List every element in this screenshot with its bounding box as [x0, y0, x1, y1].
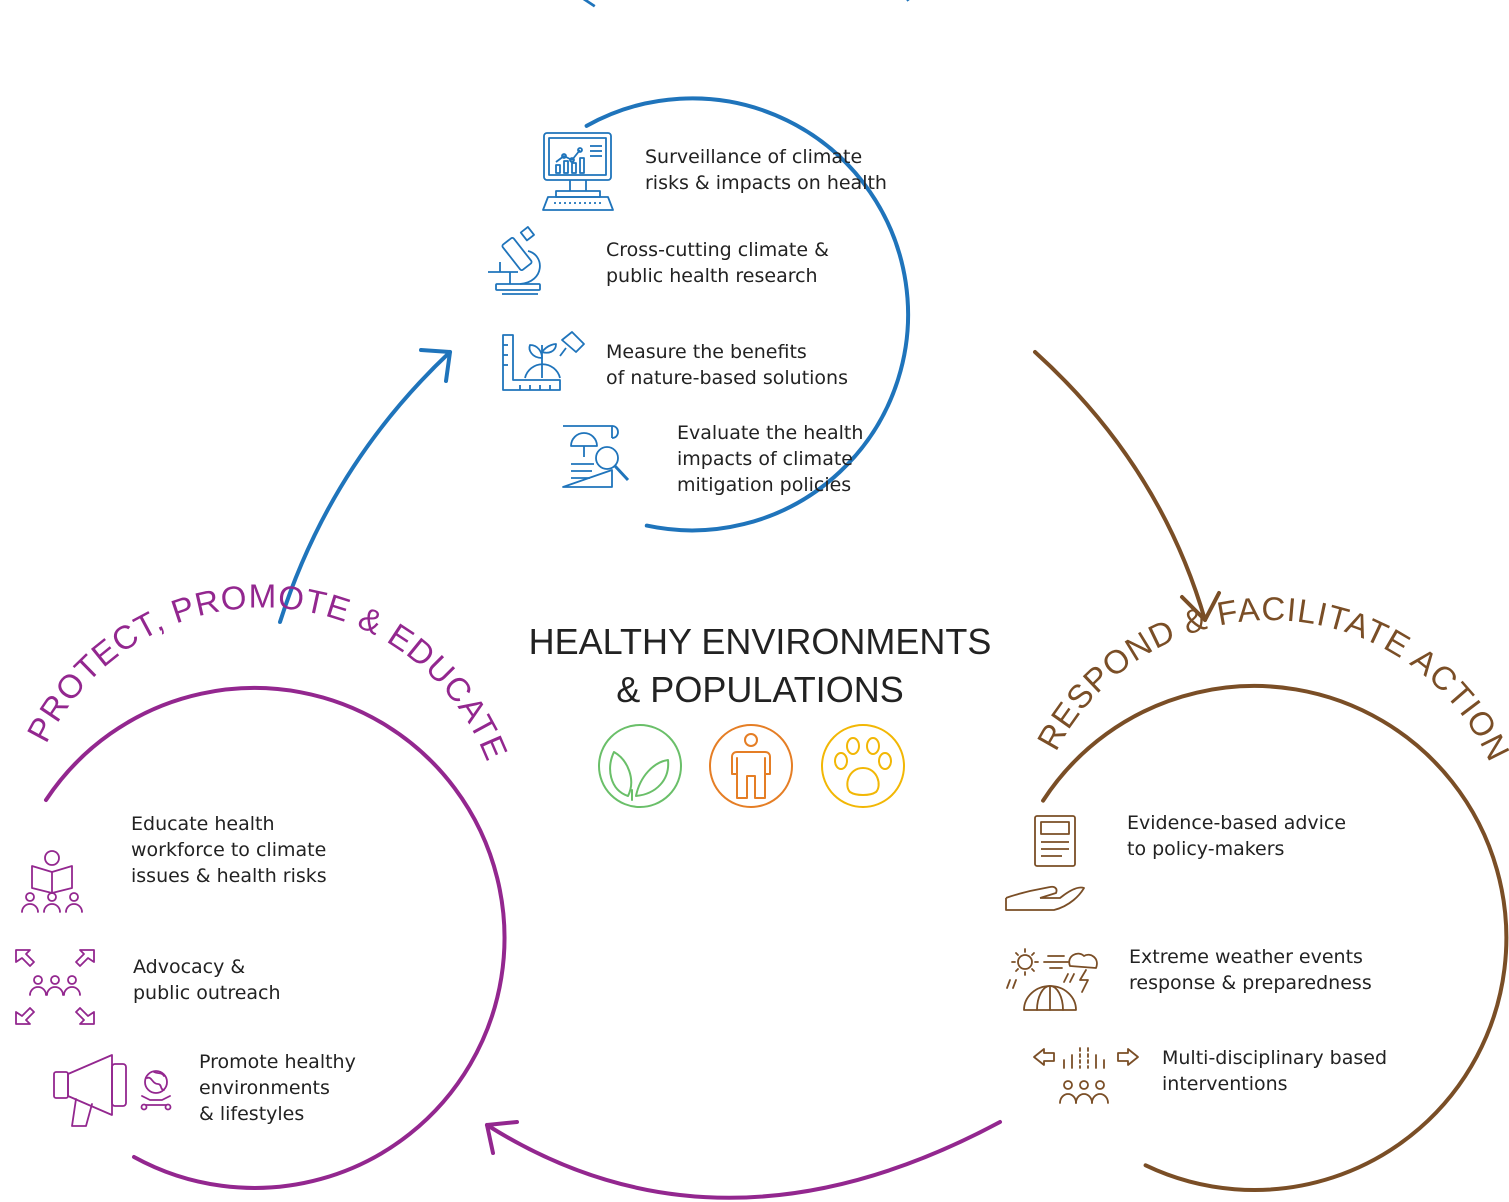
plant-measure-icon: [502, 331, 585, 391]
monitor-item-evaluate-policies: Evaluate the health impacts of climate m…: [677, 420, 863, 498]
item-text-line: impacts of climate: [677, 448, 853, 470]
item-text-line: & lifestyles: [199, 1103, 305, 1125]
monitor-title: MONITOR & EVALUATE: [567, 0, 933, 14]
protect-title: PROTECT, PROMOTE & EDUCATE: [20, 578, 516, 766]
item-text-line: Educate health: [131, 813, 275, 835]
item-text-line: to policy-makers: [1127, 838, 1285, 860]
teacher-group-icon: [21, 850, 83, 913]
arrowhead-monitor-to-respond: [1180, 591, 1221, 622]
hand-document-icon: [1005, 815, 1085, 911]
item-text-line: issues & health risks: [131, 865, 327, 887]
person-icon: [709, 724, 793, 808]
item-text-line: Promote healthy: [199, 1051, 356, 1073]
protect-circle-arc: [44, 685, 507, 1190]
item-text-line: response & preparedness: [1129, 972, 1372, 994]
respond-title: RESPOND & FACILITATE ACTION: [1030, 590, 1509, 767]
team-arrows-icon: [1033, 1047, 1139, 1104]
megaphone-globe-icon: [53, 1054, 172, 1127]
protect-item-promote: Promote healthy environments & lifestyle…: [199, 1049, 356, 1127]
arrow-monitor-to-respond: [1033, 350, 1207, 622]
center-title: HEALTHY ENVIRONMENTS & POPULATIONS: [460, 618, 1060, 714]
paw-icon: [821, 724, 905, 808]
monitor-circle-arc: [584, 96, 911, 533]
monitor-item-research: Cross-cutting climate & public health re…: [606, 237, 829, 289]
item-text-line: Advocacy &: [133, 956, 246, 978]
monitor-item-nature-benefits: Measure the benefits of nature-based sol…: [606, 339, 848, 391]
item-text-line: interventions: [1162, 1073, 1288, 1095]
respond-circle-arc: [1041, 683, 1509, 1192]
item-text-line: of nature-based solutions: [606, 367, 848, 389]
respond-item-weather: Extreme weather events response & prepar…: [1129, 944, 1372, 996]
protect-item-advocacy: Advocacy & public outreach: [133, 954, 281, 1006]
arrowhead-respond-to-protect: [485, 1120, 519, 1155]
respond-item-advice: Evidence-based advice to policy-makers: [1127, 810, 1346, 862]
item-text-line: Cross-cutting climate &: [606, 239, 829, 261]
arrow-respond-to-protect: [485, 1120, 1002, 1200]
item-text-line: Surveillance of climate: [645, 146, 863, 168]
item-text-line: Extreme weather events: [1129, 946, 1363, 968]
respond-item-interventions: Multi-disciplinary based interventions: [1162, 1045, 1387, 1097]
monitor-item-surveillance: Surveillance of climate risks & impacts …: [645, 144, 887, 196]
leaves-icon: [598, 724, 682, 808]
item-text-line: Multi-disciplinary based: [1162, 1047, 1388, 1069]
arrow-protect-to-monitor: [278, 350, 452, 624]
outreach-group-icon: [15, 949, 95, 1025]
weather-umbrella-icon: [1006, 948, 1098, 1011]
item-text-line: Evidence-based advice: [1127, 812, 1347, 834]
item-text-line: environments: [199, 1077, 330, 1099]
computer-chart-icon: [542, 132, 614, 211]
item-text-line: Measure the benefits: [606, 341, 807, 363]
item-text-line: public outreach: [133, 982, 281, 1004]
item-text-line: Evaluate the health: [677, 422, 864, 444]
protect-item-educate: Educate health workforce to climate issu…: [131, 811, 327, 889]
item-text-line: workforce to climate: [131, 839, 327, 861]
center-title-line2: & POPULATIONS: [616, 669, 904, 710]
arrowhead-protect-to-monitor: [419, 348, 452, 383]
item-text-line: public health research: [606, 265, 818, 287]
center-title-line1: HEALTHY ENVIRONMENTS: [528, 621, 992, 662]
document-search-icon: [562, 425, 630, 488]
item-text-line: mitigation policies: [677, 474, 852, 496]
item-text-line: risks & impacts on health: [645, 172, 887, 194]
microscope-icon: [488, 226, 541, 295]
